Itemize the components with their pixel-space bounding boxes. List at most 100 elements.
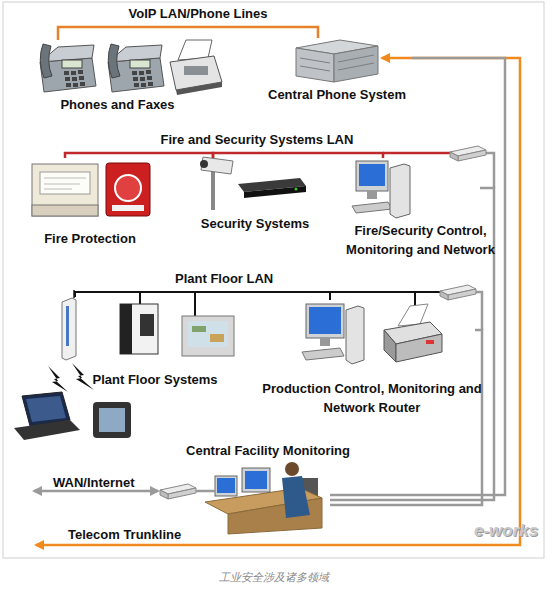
- hmi-icon: [210, 334, 224, 342]
- laptop-icon: [14, 420, 80, 440]
- device-label: Central Facility Monitoring: [178, 441, 358, 460]
- hmi-icon: [192, 326, 206, 332]
- network-link: [330, 58, 505, 495]
- operator-desk-icon: [228, 498, 322, 534]
- operator-desk-icon: [285, 462, 299, 476]
- device-group: Fire Protection: [25, 158, 155, 248]
- computer-icon: [302, 304, 364, 364]
- phone-icon: [108, 44, 164, 92]
- hmi-icon: [182, 316, 234, 356]
- device-group: Central Phone System: [262, 38, 412, 102]
- laptop-icon: [22, 392, 70, 426]
- router-icon: [450, 146, 486, 161]
- camera-icon: [211, 170, 215, 210]
- device-label: Security Systems: [190, 214, 320, 233]
- fire-panel-icon: [32, 205, 98, 216]
- plc-icon: [120, 304, 158, 354]
- watermark: e-works: [474, 521, 538, 541]
- computer-icon: [352, 161, 410, 218]
- computer-icon: [306, 304, 344, 338]
- phone-system-icon: [296, 48, 334, 82]
- plc-icon: [120, 304, 132, 354]
- computer-icon: [352, 202, 392, 213]
- device-label: Central Phone System: [262, 85, 412, 104]
- phone-icon: [40, 44, 164, 92]
- operator-desk-icon: [282, 476, 310, 518]
- camera-icon: [200, 157, 233, 210]
- laptop-icon: [26, 396, 66, 422]
- computer-icon: [367, 191, 377, 199]
- device-group: Plant Floor Systems: [15, 297, 245, 447]
- figure-caption: 工业安全涉及诸多领域: [219, 570, 329, 585]
- computer-icon: [309, 307, 341, 334]
- lan-bus: [140, 292, 442, 316]
- link-label: Telecom Trunkline: [68, 527, 181, 542]
- operator-desk-icon: [242, 468, 270, 492]
- fire-alarm-icon: [112, 205, 144, 211]
- lan-label: Plant Floor LAN: [175, 271, 273, 287]
- link-label: WAN/Internet: [53, 475, 135, 490]
- lan-label: VoIP LAN/Phone Lines: [129, 6, 268, 22]
- wireless-icon: [48, 363, 94, 392]
- computer-icon: [390, 164, 410, 218]
- printer-icon: [396, 334, 442, 362]
- device-group: Fire/Security Control, Monitoring and Ne…: [340, 158, 480, 258]
- network-link: [58, 27, 318, 40]
- router-icon: [160, 484, 196, 499]
- fire-alarm-icon: [115, 175, 141, 201]
- network-link: [65, 153, 213, 158]
- lan-bus: [383, 152, 452, 155]
- hmi-icon: [182, 316, 234, 356]
- tablet-icon: [93, 402, 131, 438]
- device-group: Production Control, Monitoring and Netwo…: [270, 300, 475, 425]
- device-label: Phones and Faxes: [20, 95, 215, 114]
- fire-alarm-icon: [106, 163, 150, 216]
- computer-icon: [346, 306, 364, 364]
- device-label: Production Control, Monitoring and Netwo…: [257, 379, 487, 417]
- fax-icon: [184, 66, 208, 75]
- camera-icon: [200, 160, 208, 168]
- device-label: Fire Protection: [25, 229, 155, 248]
- wireless-icon: [72, 363, 94, 390]
- network-link: [330, 330, 482, 505]
- lan-bus: [140, 153, 494, 330]
- network-link: [213, 153, 383, 158]
- fire-panel-icon: [44, 178, 86, 189]
- telecom-trunk: [36, 58, 520, 545]
- printer-icon: [384, 330, 396, 362]
- access-point-icon: [62, 290, 76, 360]
- wan-link: [196, 490, 215, 493]
- camera-icon: [201, 157, 233, 174]
- router-icon: [160, 146, 486, 499]
- fire-panel-icon: [32, 164, 98, 216]
- fire-panel-icon: [32, 164, 98, 216]
- access-point-icon: [66, 306, 69, 346]
- phone-icon: [40, 44, 96, 92]
- phone-system-icon: [296, 40, 378, 82]
- dvr-icon: [295, 188, 298, 191]
- computer-icon: [356, 161, 388, 191]
- device-label: Plant Floor Systems: [80, 370, 230, 389]
- operator-desk-icon: [215, 476, 237, 496]
- tablet-icon: [99, 408, 125, 432]
- plc-icon: [140, 314, 154, 336]
- dvr-icon: [244, 186, 306, 198]
- hmi-icon: [188, 321, 228, 347]
- computer-icon: [302, 348, 344, 360]
- wan-link: [34, 491, 215, 492]
- device-group: Phones and Faxes: [30, 40, 225, 115]
- computer-icon: [359, 164, 385, 186]
- fire-panel-icon: [40, 172, 90, 194]
- laptop-icon: [14, 392, 80, 440]
- tablet-icon: [93, 402, 131, 438]
- dvr-icon: [238, 178, 306, 198]
- wireless-icon: [48, 366, 68, 392]
- phone-system-icon: [300, 55, 374, 71]
- operator-desk-icon: [217, 478, 235, 493]
- wan-link: [34, 490, 158, 493]
- lan-bus: [475, 153, 494, 330]
- plc-icon: [120, 304, 158, 354]
- device-group: Central Facility Monitoring: [185, 440, 330, 535]
- device-label: Fire/Security Control, Monitoring and Ne…: [333, 221, 508, 259]
